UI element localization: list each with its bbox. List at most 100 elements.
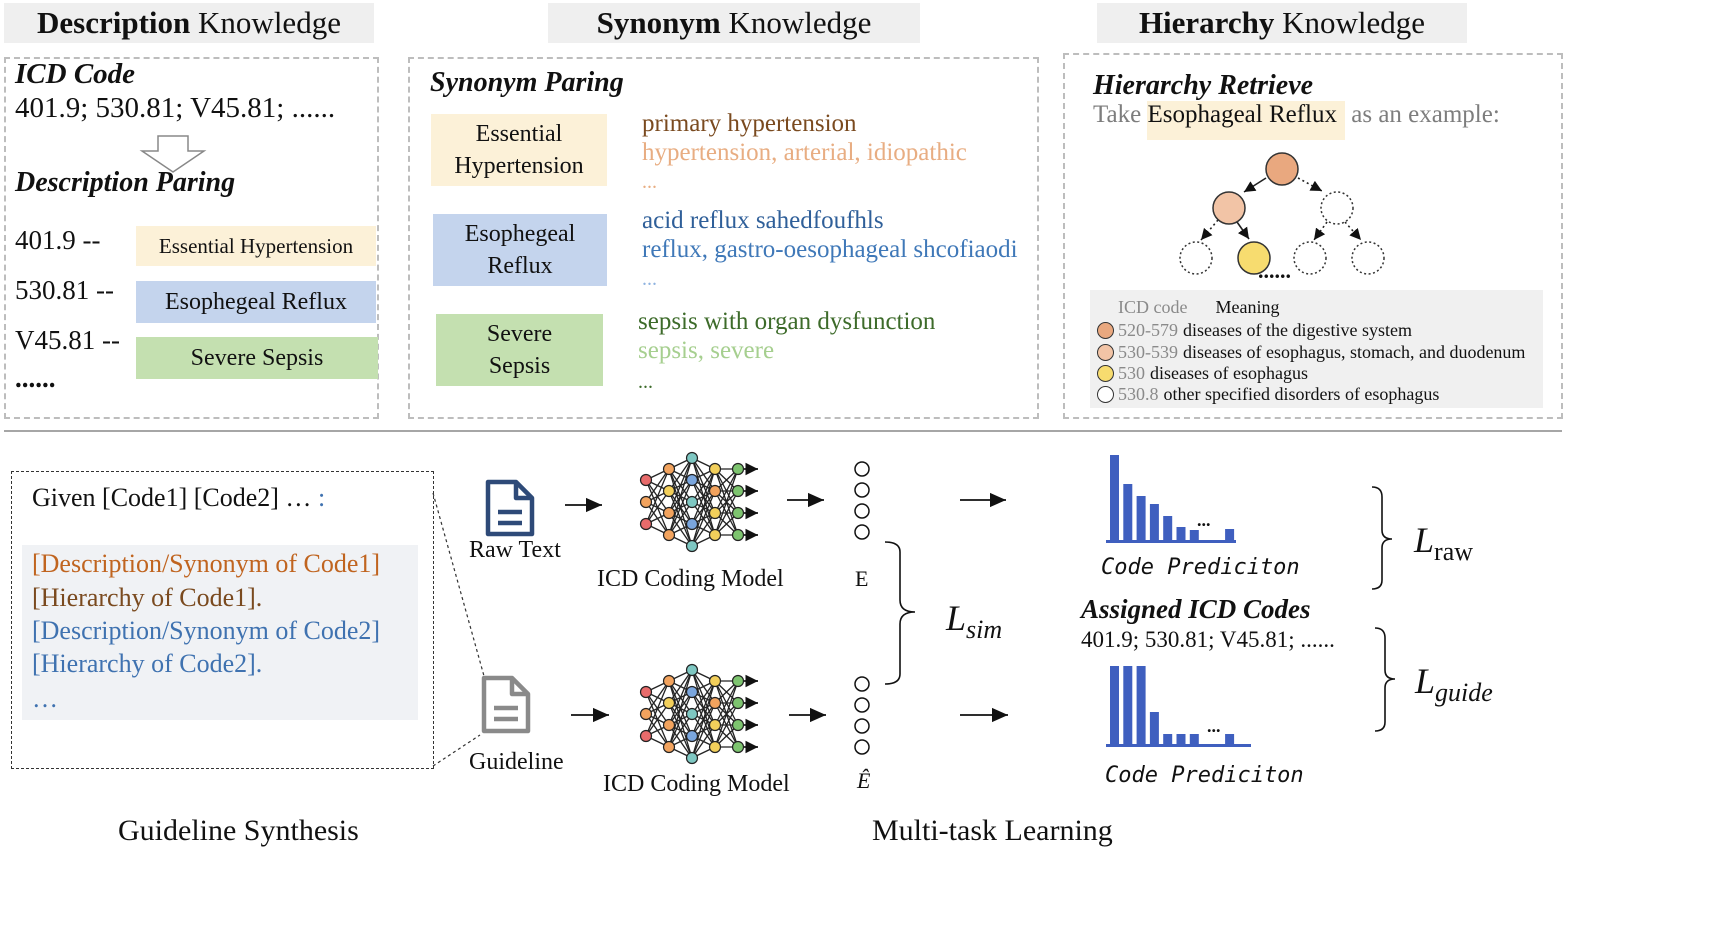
sim-brace — [884, 541, 916, 685]
synonym-knowledge-header: Synonym Knowledge — [548, 3, 920, 43]
nn-edge — [714, 702, 739, 748]
given-text: Given [Code1] [Code2] … — [32, 483, 312, 512]
nn-node — [662, 718, 676, 732]
legend-code: 520-579 — [1118, 320, 1178, 340]
nn-edge — [691, 680, 716, 715]
nn-node — [685, 517, 699, 531]
nn-node — [708, 740, 722, 754]
synonym-line: sepsis, severe — [638, 337, 775, 364]
legend-code: 530.8 — [1118, 384, 1159, 404]
legend-header-code: ICD code — [1118, 297, 1188, 317]
hierarchy-tree — [1200, 177, 1362, 241]
take-highlight: Esophageal Reflux — [1147, 101, 1345, 140]
legend-code: 530 — [1118, 363, 1145, 383]
code-prediction-label: Code Prediciton — [1105, 763, 1304, 788]
guideline-given-line: Given [Code1] [Code2] … : — [32, 483, 325, 513]
nn-node — [685, 685, 699, 699]
hierarchy-legend-box — [1090, 290, 1543, 408]
loss-symbol: L — [1414, 520, 1435, 560]
synonym-line: ... — [642, 171, 657, 193]
prediction-bar — [1149, 504, 1159, 540]
prediction-bar — [1110, 666, 1119, 744]
guideline-synthesis-caption: Guideline Synthesis — [118, 814, 359, 847]
nn-node — [662, 506, 676, 520]
guideline-line: [Description/Synonym of Code1] — [32, 549, 381, 578]
zoom-line — [432, 492, 485, 677]
header-bold: Hierarchy — [1138, 5, 1275, 40]
bar-ellipsis: ... — [1197, 510, 1211, 530]
nn-node — [685, 495, 699, 509]
legend-header-meaning: Meaning — [1215, 297, 1280, 317]
nn-edge — [645, 490, 670, 525]
loss-raw: Lraw — [1414, 519, 1473, 567]
code-530-81: 530.81 -- — [15, 275, 114, 305]
bar-ellipsis: ... — [1207, 716, 1221, 736]
header-bold: Description — [37, 5, 191, 40]
nn-edge — [668, 691, 693, 748]
description-knowledge-header: Description Knowledge — [4, 3, 374, 43]
legend-meaning: diseases of the digestive system — [1183, 320, 1412, 340]
guideline-line: [Description/Synonym of Code2] — [32, 616, 381, 645]
prediction-bar — [1163, 516, 1173, 540]
neural-network-bottom — [639, 663, 758, 765]
prediction-bar — [1136, 496, 1146, 540]
nn-node — [731, 718, 745, 732]
legend-code: 530-539 — [1118, 342, 1178, 362]
nn-node — [639, 707, 653, 721]
prediction-bar — [1123, 666, 1133, 744]
embedding-e-hat-label: Ê — [857, 768, 871, 793]
nn-node — [708, 528, 722, 542]
legend-dot-icon — [1097, 344, 1114, 361]
synonym-line: hypertension, arterial, idiopathic — [642, 139, 967, 166]
take-suffix: as an example: — [1345, 101, 1500, 128]
nn-edge — [668, 457, 693, 514]
legend-row: 530.8 other specified disorders of esoph… — [1097, 384, 1439, 405]
nn-node — [685, 473, 699, 487]
loss-symbol: L — [946, 598, 967, 638]
nn-node — [685, 451, 699, 465]
prediction-bar — [1176, 734, 1186, 744]
nn-edge — [691, 680, 716, 759]
raw-brace — [1371, 486, 1393, 590]
prediction-bar — [1149, 712, 1159, 744]
nn-node — [731, 528, 745, 542]
nn-node — [662, 696, 676, 710]
prediction-bar — [1189, 734, 1199, 744]
nn-node — [639, 495, 653, 509]
synonym-box-essential-hypertension: Essential Hypertension — [431, 114, 607, 186]
prediction-bar — [1136, 666, 1146, 744]
synonym-box-esophegeal-reflux: Esophegeal Reflux — [433, 214, 607, 286]
nn-node — [685, 751, 699, 765]
prediction-bar — [1163, 734, 1173, 744]
nn-node — [708, 484, 722, 498]
raw-text-label: Raw Text — [469, 537, 561, 563]
code-prediction-label: Code Prediciton — [1101, 555, 1300, 580]
nn-node — [731, 484, 745, 498]
nn-node — [662, 740, 676, 754]
guideline-line: … — [32, 684, 58, 713]
legend-meaning: diseases of esophagus — [1150, 363, 1308, 383]
tree-node-530 — [1237, 241, 1271, 275]
nn-node — [708, 696, 722, 710]
tree-ellipsis: ...... — [1258, 258, 1291, 283]
tree-node-leaf — [1179, 241, 1213, 275]
guideline-template-box — [11, 471, 434, 769]
legend-header: ICD code Meaning — [1118, 297, 1279, 318]
nn-edge — [668, 479, 693, 536]
nn-node — [639, 729, 653, 743]
legend-meaning: other specified disorders of esophagus — [1163, 384, 1440, 404]
nn-edge — [691, 468, 716, 547]
header-rest: Knowledge — [1274, 5, 1426, 40]
legend-meaning: diseases of esophagus, stomach, and duod… — [1183, 342, 1526, 362]
hierarchy-retrieve-title: Hierarchy Retrieve — [1093, 70, 1314, 101]
guideline-label: Guideline — [469, 749, 564, 775]
nn-edge — [691, 680, 716, 737]
down-arrow-icon — [139, 135, 207, 173]
nn-edge — [691, 468, 716, 525]
nn-node — [685, 707, 699, 721]
guideline-document-icon — [481, 675, 531, 734]
nn-node — [731, 740, 745, 754]
prediction-bar — [1123, 484, 1133, 540]
loss-guide: Lguide — [1415, 660, 1493, 708]
